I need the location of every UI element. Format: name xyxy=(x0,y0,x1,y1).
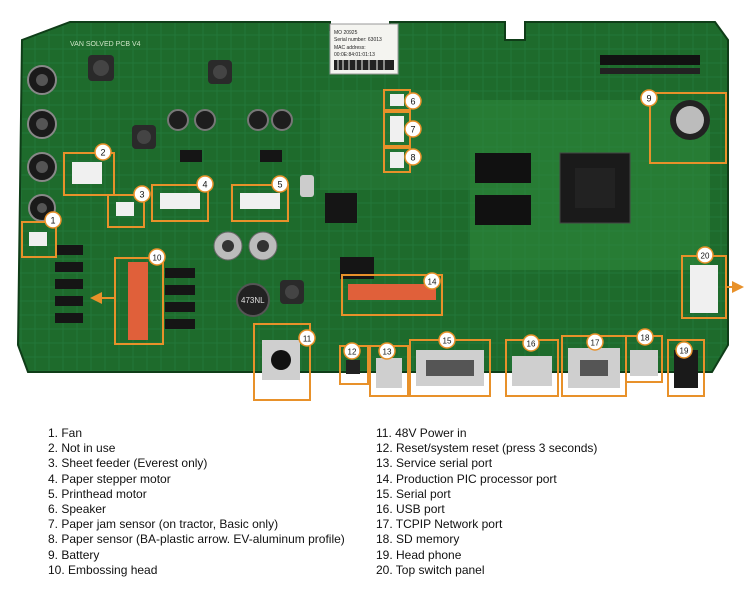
inductor-473nl: 473NL xyxy=(236,280,304,317)
legend-left-column: 1. Fan 2. Not in use 3. Sheet feeder (Ev… xyxy=(48,426,345,578)
callout-badge xyxy=(133,185,151,203)
callout-badge xyxy=(378,342,396,360)
callout-badge xyxy=(271,175,289,193)
callout-number: 2 xyxy=(100,148,105,158)
processor-chips xyxy=(340,152,631,279)
callout-badge xyxy=(44,211,62,229)
power-components xyxy=(88,55,357,223)
callout-box-2 xyxy=(63,152,115,196)
callout-badge xyxy=(94,143,112,161)
inductor-label: 473NL xyxy=(241,296,265,305)
legend-item: 4. Paper stepper motor xyxy=(48,471,171,486)
callout-number: 19 xyxy=(680,347,689,356)
legend-item: 14. Production PIC processor port xyxy=(376,471,557,486)
callout-badge xyxy=(438,331,456,349)
sticker-text: MO 20925 xyxy=(334,30,358,36)
callout-box-9 xyxy=(649,92,727,164)
callout-box-3 xyxy=(107,194,145,228)
sticker-text: Serial number: 63013 xyxy=(334,37,382,43)
legend-item: 6. Speaker xyxy=(48,502,107,517)
callout-number: 17 xyxy=(591,339,600,348)
embossing-arrow xyxy=(90,292,115,304)
legend-item: 2. Not in use xyxy=(48,441,116,456)
callout-badge xyxy=(148,248,166,266)
callout-box-19 xyxy=(667,339,705,397)
callout-number: 9 xyxy=(646,94,651,104)
legend-item: 17. TCPIP Network port xyxy=(376,517,503,532)
legend-item: 12. Reset/system reset (press 3 seconds) xyxy=(376,441,598,456)
callout-number: 3 xyxy=(139,190,144,200)
callout-badge xyxy=(696,246,714,264)
connectors xyxy=(29,94,718,388)
callout-number: 20 xyxy=(701,252,710,261)
legend: 1. Fan 2. Not in use 3. Sheet feeder (Ev… xyxy=(0,420,750,590)
callout-box-1 xyxy=(21,221,57,258)
legend-item: 13. Service serial port xyxy=(376,456,493,471)
film-capacitors xyxy=(213,231,278,261)
callout-badge xyxy=(196,175,214,193)
callout-badge xyxy=(404,120,422,138)
legend-item: 9. Battery xyxy=(48,547,100,562)
pcb-diagram: MO 20925 Serial number: 63013 MAC addres… xyxy=(16,21,744,401)
callout-number: 10 xyxy=(153,254,162,263)
legend-item: 10. Embossing head xyxy=(48,562,158,577)
callout-badge xyxy=(636,328,654,346)
legend-item: 19. Head phone xyxy=(376,547,462,562)
legend-item: 16. USB port xyxy=(376,502,445,517)
callout-number: 1 xyxy=(50,216,55,226)
callout-box-5 xyxy=(231,184,289,222)
callout-number: 15 xyxy=(443,337,452,346)
callout-number: 7 xyxy=(410,125,415,135)
callout-badge xyxy=(522,334,540,352)
callout-badge xyxy=(675,341,693,359)
legend-item: 3. Sheet feeder (Everest only) xyxy=(48,456,208,471)
callout-box-14 xyxy=(341,274,443,316)
pcb-photo: MO 20925 Serial number: 63013 MAC addres… xyxy=(16,21,744,401)
callout-number: 18 xyxy=(641,334,650,343)
callout-number: 16 xyxy=(527,340,536,349)
callout-box-10 xyxy=(114,257,164,345)
callout-box-11 xyxy=(253,323,311,401)
legend-item: 18. SD memory xyxy=(376,532,460,547)
legend-item: 20. Top switch panel xyxy=(376,562,485,577)
electrolytic-capacitors xyxy=(27,65,57,222)
callout-number: 6 xyxy=(410,97,415,107)
driver-transistors xyxy=(55,245,195,329)
serial-sticker: MO 20925 Serial number: 63013 MAC addres… xyxy=(329,23,399,75)
callout-number: 8 xyxy=(410,153,415,163)
legend-item: 1. Fan xyxy=(48,426,83,440)
callout-badge xyxy=(423,272,441,290)
callout-number: 5 xyxy=(277,180,282,190)
callout-box-4 xyxy=(151,184,209,222)
callout-number: 14 xyxy=(428,278,437,287)
legend-item: 15. Serial port xyxy=(376,486,451,501)
callout-badge xyxy=(343,342,361,360)
sticker-text: 00:0E:84:01:01:13 xyxy=(334,52,375,58)
callout-number: 12 xyxy=(348,348,357,357)
callout-number: 11 xyxy=(303,335,312,344)
board-silkscreen: VAN SOLVED PCB V4 xyxy=(70,41,141,48)
callout-number: 13 xyxy=(383,348,392,357)
legend-item: 7. Paper jam sensor (on tractor, Basic o… xyxy=(48,517,279,532)
legend-item: 11. 48V Power in xyxy=(376,426,467,440)
callout-badge xyxy=(404,92,422,110)
callout-badge xyxy=(298,329,316,347)
callout-badge xyxy=(640,89,658,107)
callout-badge xyxy=(586,333,604,351)
legend-right-column: 11. 48V Power in 12. Reset/system reset … xyxy=(376,426,597,578)
legend-item: 8. Paper sensor (BA-plastic arrow. EV-al… xyxy=(48,532,345,547)
legend-item: 5. Printhead motor xyxy=(48,486,147,501)
pin-header xyxy=(600,55,700,74)
sticker-text: MAC address: xyxy=(334,45,366,51)
callout-badge xyxy=(404,148,422,166)
callout-number: 4 xyxy=(202,180,207,190)
